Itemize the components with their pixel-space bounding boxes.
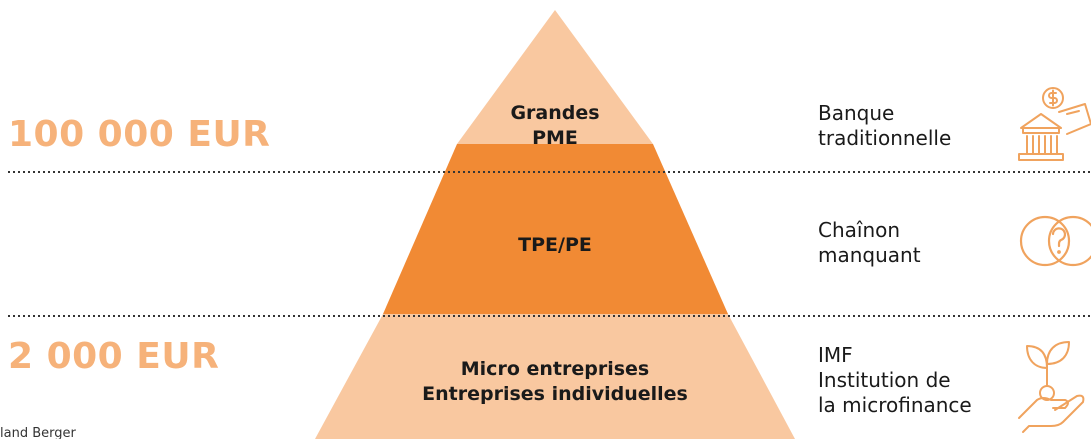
threshold-upper: 100 000 EUR: [8, 114, 271, 155]
source-note: land Berger: [0, 426, 76, 439]
tier-label-bottom-line2: Entreprises individuelles: [422, 383, 688, 405]
funding-source-bank: Banque traditionnelle: [818, 101, 951, 151]
pyramid-tier-bottom: [315, 314, 795, 439]
tier-label-bottom: Micro entreprises Entreprises individuel…: [405, 357, 705, 407]
funding-source-missing-link-line2: manquant: [818, 243, 921, 267]
hand-plant-icon: [1018, 341, 1085, 433]
missing-link-question-icon: [1019, 215, 1091, 267]
funding-source-microfinance-line2: Institution de: [818, 368, 951, 392]
funding-source-bank-line2: traditionnelle: [818, 126, 952, 150]
pyramid-tier-middle: [383, 144, 728, 314]
tier-label-top: Grandes PME: [455, 101, 655, 151]
pyramid-tier-top: [457, 10, 653, 144]
funding-source-bank-line1: Banque: [818, 101, 895, 125]
funding-source-microfinance: IMF Institution de la microfinance: [818, 343, 972, 418]
tier-label-top-line1: Grandes: [510, 102, 600, 124]
tier-label-top-line2: PME: [532, 127, 578, 149]
tier-label-bottom-line1: Micro entreprises: [460, 358, 650, 380]
funding-source-microfinance-line1: IMF: [818, 343, 853, 367]
funding-source-microfinance-line3: la microfinance: [818, 393, 972, 417]
funding-source-missing-link: Chaînon manquant: [818, 218, 921, 268]
tier-label-middle-line1: TPE/PE: [518, 234, 592, 256]
bank-money-icon: [1018, 87, 1091, 161]
funding-source-missing-link-line1: Chaînon: [818, 218, 901, 242]
tier-label-middle: TPE/PE: [405, 233, 705, 258]
threshold-lower: 2 000 EUR: [8, 336, 220, 377]
